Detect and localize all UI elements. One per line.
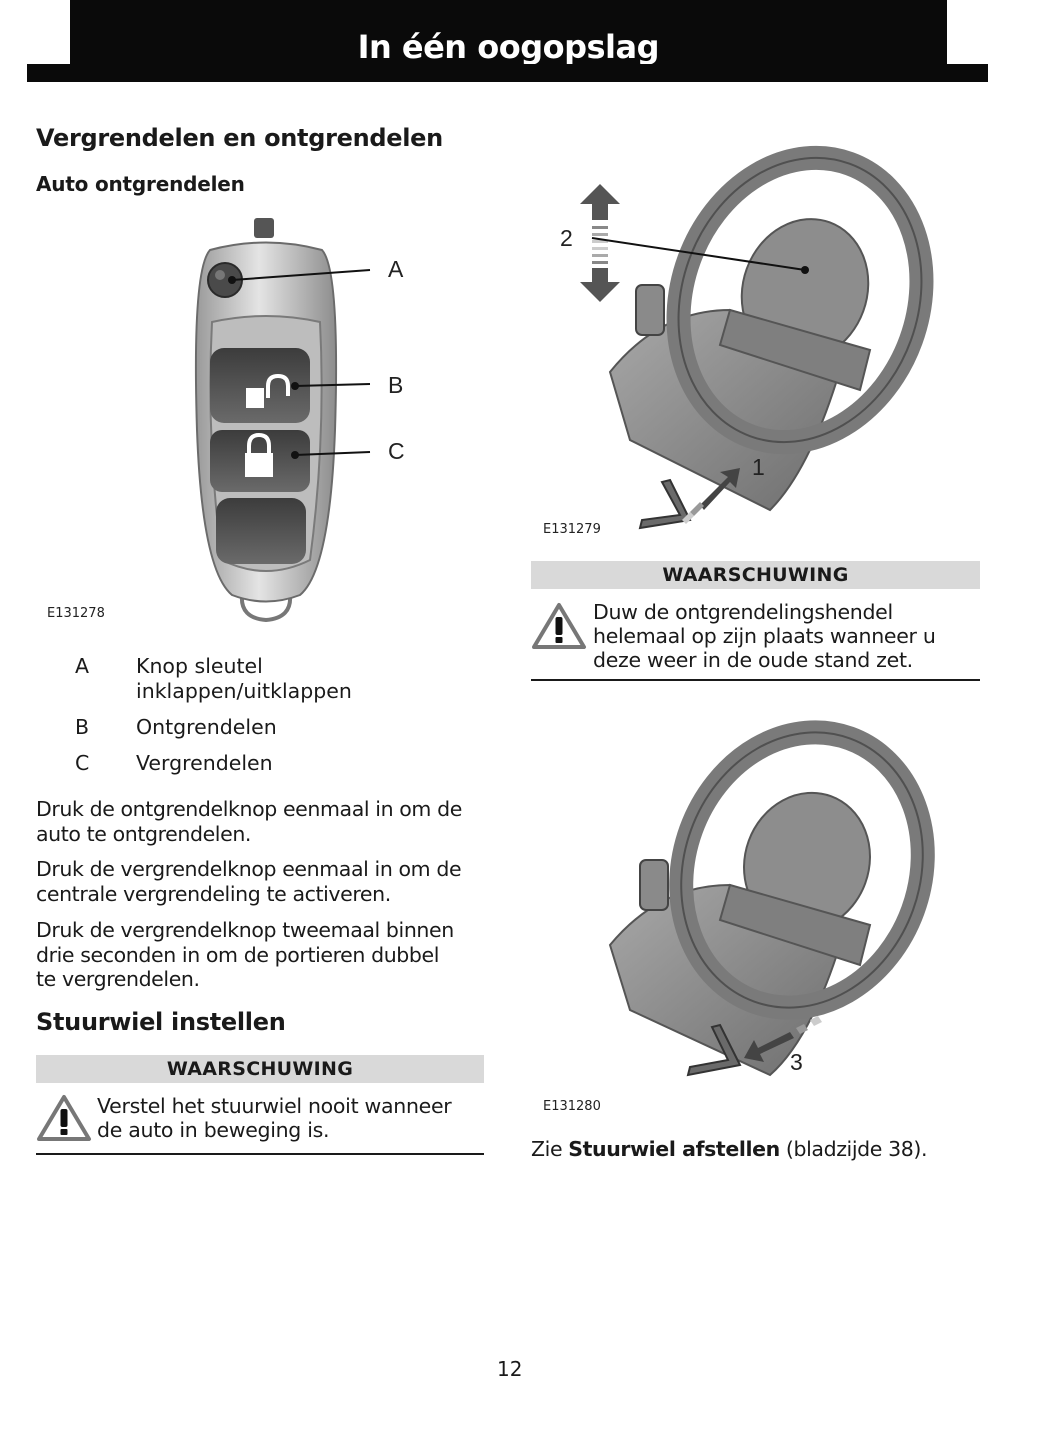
- legend-key-c: C: [75, 751, 90, 775]
- warning-rule-left: [36, 1153, 484, 1155]
- figure-code-wheel-2: E131280: [543, 1099, 601, 1114]
- warning-triangle-icon: [37, 1095, 91, 1141]
- header-rule: [27, 64, 988, 82]
- warning-text-left: Verstel het stuurwiel nooit wanneer de a…: [97, 1094, 452, 1142]
- steering-wheel-unlocked-illustration: [580, 145, 934, 530]
- warning-band-right: WAARSCHUWING: [531, 561, 980, 589]
- warning-triangle-icon: [532, 603, 586, 649]
- legend-value-b: Ontgrendelen: [136, 715, 277, 739]
- unlock-button: [210, 348, 310, 423]
- callout-2: 2: [560, 225, 573, 251]
- lever-release-arrow-icon: [682, 468, 740, 524]
- reference-link[interactable]: Stuurwiel afstellen: [568, 1137, 780, 1161]
- lock-icon: [245, 432, 273, 477]
- page-header-bar: In één oogopslag: [70, 0, 947, 66]
- legend-value-c: Vergrendelen: [136, 751, 273, 775]
- figure-code-wheel-1: E131279: [543, 522, 601, 537]
- warning-text-right: Duw de ontgrendelingshendel helemaal op …: [593, 600, 936, 672]
- warning-band-left: WAARSCHUWING: [36, 1055, 484, 1083]
- lever-lock-arrow-icon: [744, 1016, 822, 1062]
- callout-3: 3: [790, 1049, 803, 1075]
- unlock-icon: [246, 373, 290, 408]
- callout-a: A: [388, 256, 404, 282]
- steering-wheel-locked-illustration: [608, 720, 935, 1077]
- callout-c: C: [388, 438, 405, 464]
- legend-value-a: Knop sleutel inklappen/uitklappen: [136, 654, 352, 703]
- key-fob-illustration: [194, 218, 371, 623]
- callout-1: 1: [752, 454, 765, 480]
- legend-key-a: A: [75, 654, 90, 678]
- callout-b: B: [388, 372, 404, 398]
- figure-code-key: E131278: [47, 606, 105, 621]
- cross-reference: Zie Stuurwiel afstellen (bladzijde 38).: [531, 1137, 928, 1161]
- paragraph-double-lock: Druk de vergrendelknop tweemaal binnen d…: [36, 918, 454, 991]
- page-title: In één oogopslag: [357, 28, 660, 66]
- up-down-adjust-arrow-icon: [580, 184, 620, 302]
- page-number: 12: [497, 1357, 523, 1381]
- subheading-unlock-car: Auto ontgrendelen: [36, 172, 245, 196]
- warning-rule-right: [531, 679, 980, 681]
- section-heading-wheel: Stuurwiel instellen: [36, 1008, 286, 1036]
- paragraph-lock: Druk de vergrendelknop eenmaal in om de …: [36, 857, 462, 906]
- section-heading-lock: Vergrendelen en ontgrendelen: [36, 124, 443, 152]
- paragraph-unlock: Druk de ontgrendelknop eenmaal in om de …: [36, 797, 462, 846]
- legend-key-b: B: [75, 715, 90, 739]
